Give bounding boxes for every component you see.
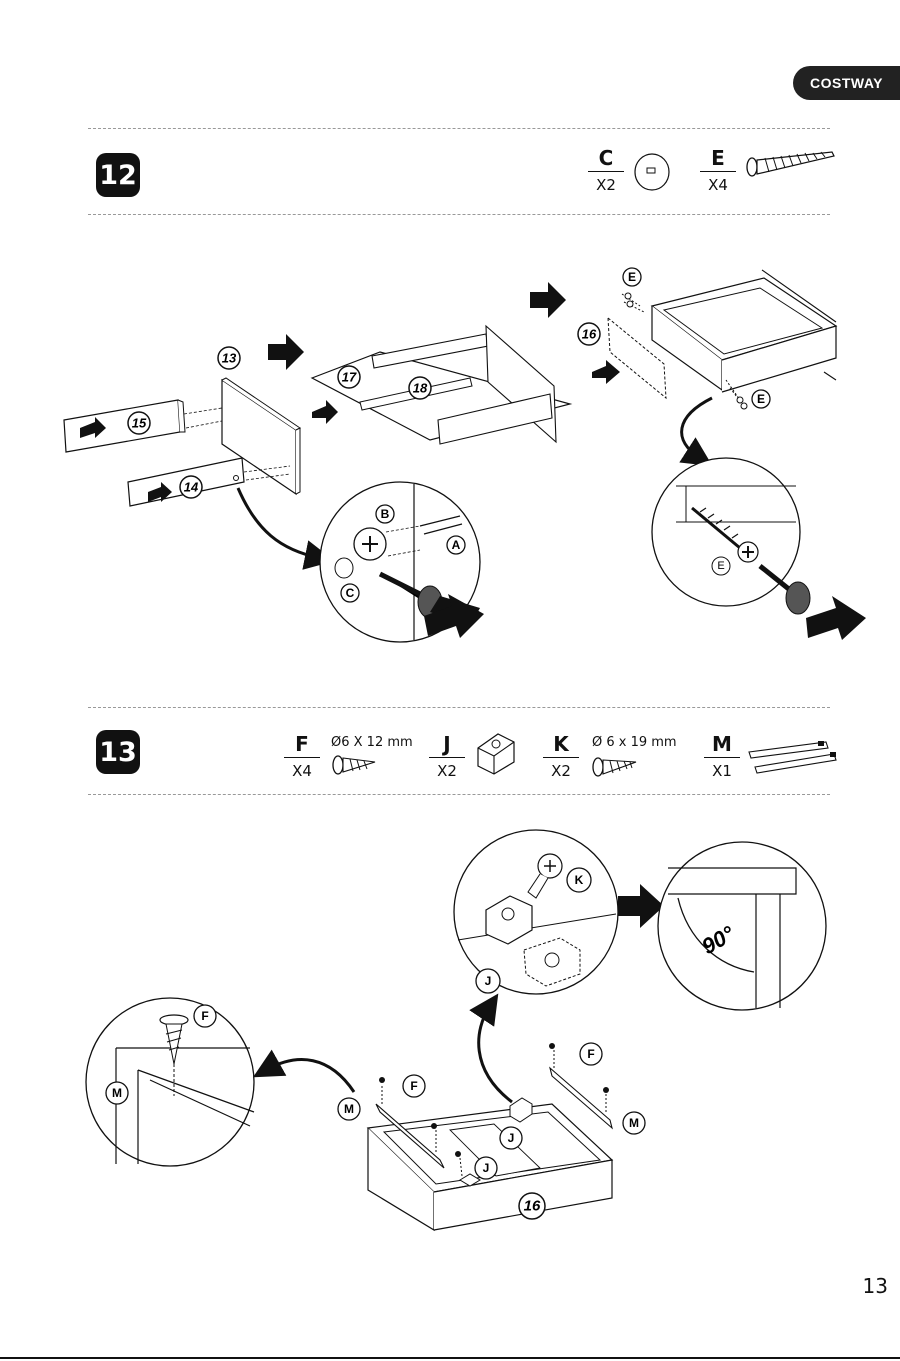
label-j: J <box>483 1161 490 1175</box>
panel-15 <box>64 400 185 452</box>
label-17: 17 <box>342 370 357 385</box>
cam-lock-disc-icon <box>635 154 669 190</box>
page-number: 13 <box>863 1274 888 1298</box>
long-screw-icon <box>747 152 834 176</box>
zoom-slide-screw-detail <box>86 998 254 1166</box>
label-f: F <box>587 1047 594 1061</box>
zoom-90-degree-detail <box>658 842 826 1010</box>
assembled-drawer <box>652 270 836 409</box>
label-b: B <box>381 507 390 521</box>
label-15: 15 <box>132 416 147 431</box>
label-f: F <box>201 1009 208 1023</box>
label-e: E <box>628 270 636 284</box>
zoom-bracket-detail <box>454 830 618 994</box>
label-13: 13 <box>222 351 237 366</box>
curved-arrow-icon <box>266 1060 354 1092</box>
drawer-slide-icon <box>749 741 836 773</box>
label-c: C <box>346 586 355 600</box>
label-k: K <box>575 873 584 887</box>
label-j: J <box>485 974 492 988</box>
drawer-with-slides <box>368 1043 612 1230</box>
bottom-rule <box>0 1357 900 1359</box>
screw-icon <box>593 758 636 776</box>
label-m: M <box>629 1116 639 1130</box>
arrow-icon <box>268 334 304 370</box>
label-f: F <box>410 1079 417 1093</box>
label-16: 16 <box>582 327 597 342</box>
arrow-icon <box>618 884 664 928</box>
label-m: M <box>344 1102 354 1116</box>
short-screw-icon <box>333 756 375 774</box>
curved-arrow-icon <box>238 488 320 558</box>
label-14: 14 <box>184 480 199 495</box>
label-16: 16 <box>524 1198 541 1215</box>
label-e: E <box>757 392 765 406</box>
label-a: A <box>452 538 461 552</box>
bracket-icon <box>478 734 514 774</box>
label-e: E <box>717 560 724 572</box>
curved-arrow-icon <box>682 398 712 458</box>
label-18: 18 <box>413 381 428 396</box>
label-m: M <box>112 1086 122 1100</box>
curved-arrow-icon <box>479 1006 512 1102</box>
arrow-icon <box>530 282 566 318</box>
zoom-screw-detail <box>652 458 810 614</box>
push-arrow-icon <box>806 596 866 640</box>
label-j: J <box>508 1131 515 1145</box>
